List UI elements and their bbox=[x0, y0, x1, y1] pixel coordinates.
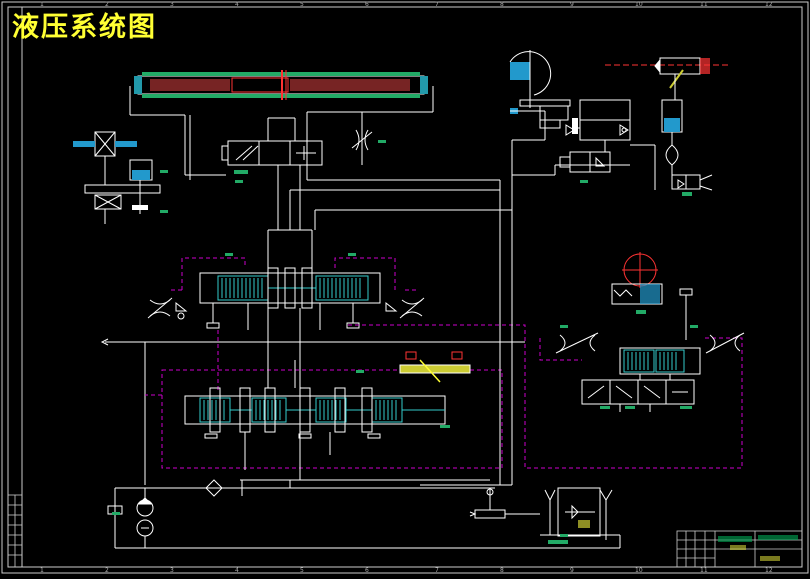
top-right-actuator bbox=[499, 50, 656, 485]
tick-label: 11 bbox=[700, 567, 708, 574]
bottom-tick-labels: 1 2 3 4 5 6 7 8 9 10 11 12 bbox=[40, 567, 773, 574]
left-outlet-line bbox=[100, 338, 525, 485]
upper-direction-valve bbox=[184, 112, 500, 230]
tick-label: 11 bbox=[700, 1, 708, 8]
tick-label: 2 bbox=[105, 1, 109, 8]
throttle-valve-top bbox=[351, 112, 386, 165]
main-lines bbox=[189, 115, 512, 488]
upper-servo-valve bbox=[199, 229, 381, 330]
tick-label: 1 bbox=[40, 1, 44, 8]
upper-side-valves bbox=[147, 297, 425, 320]
component-tags bbox=[112, 170, 698, 537]
pilot-frame-upper bbox=[170, 257, 418, 291]
tick-label: 8 bbox=[500, 567, 504, 574]
tick-label: 6 bbox=[365, 1, 369, 8]
tick-label: 4 bbox=[235, 567, 239, 574]
tick-label: 7 bbox=[435, 567, 439, 574]
pump-station bbox=[107, 479, 540, 549]
tick-label: 3 bbox=[170, 567, 174, 574]
tick-label: 6 bbox=[365, 567, 369, 574]
top-tick-labels: 1 2 3 4 5 6 7 8 9 10 11 12 bbox=[40, 1, 773, 8]
title-block bbox=[676, 530, 803, 568]
tick-label: 10 bbox=[635, 1, 643, 8]
tick-label: 9 bbox=[570, 567, 574, 574]
pilot-frame-lower bbox=[145, 324, 743, 469]
tick-label: 5 bbox=[300, 1, 304, 8]
tick-label: 1 bbox=[40, 567, 44, 574]
top-right-cylinder bbox=[605, 57, 730, 196]
tick-label: 4 bbox=[235, 1, 239, 8]
tick-label: 12 bbox=[765, 567, 773, 574]
tick-label: 12 bbox=[765, 1, 773, 8]
tick-label: 7 bbox=[435, 1, 439, 8]
tick-label: 10 bbox=[635, 567, 643, 574]
feedback-linkage bbox=[399, 351, 471, 383]
right-servo-unit bbox=[555, 252, 745, 412]
tick-label: 5 bbox=[300, 567, 304, 574]
tick-label: 3 bbox=[170, 1, 174, 8]
tick-label: 9 bbox=[570, 1, 574, 8]
lower-servo-valve bbox=[184, 308, 446, 480]
tick-label: 2 bbox=[105, 567, 109, 574]
tick-label: 8 bbox=[500, 1, 504, 8]
relief-valve-block bbox=[540, 487, 621, 549]
drawing-title: 液压系统图 bbox=[12, 12, 157, 43]
left-gear-unit bbox=[73, 131, 161, 224]
main-cylinder bbox=[129, 70, 434, 116]
revision-block bbox=[7, 494, 23, 568]
